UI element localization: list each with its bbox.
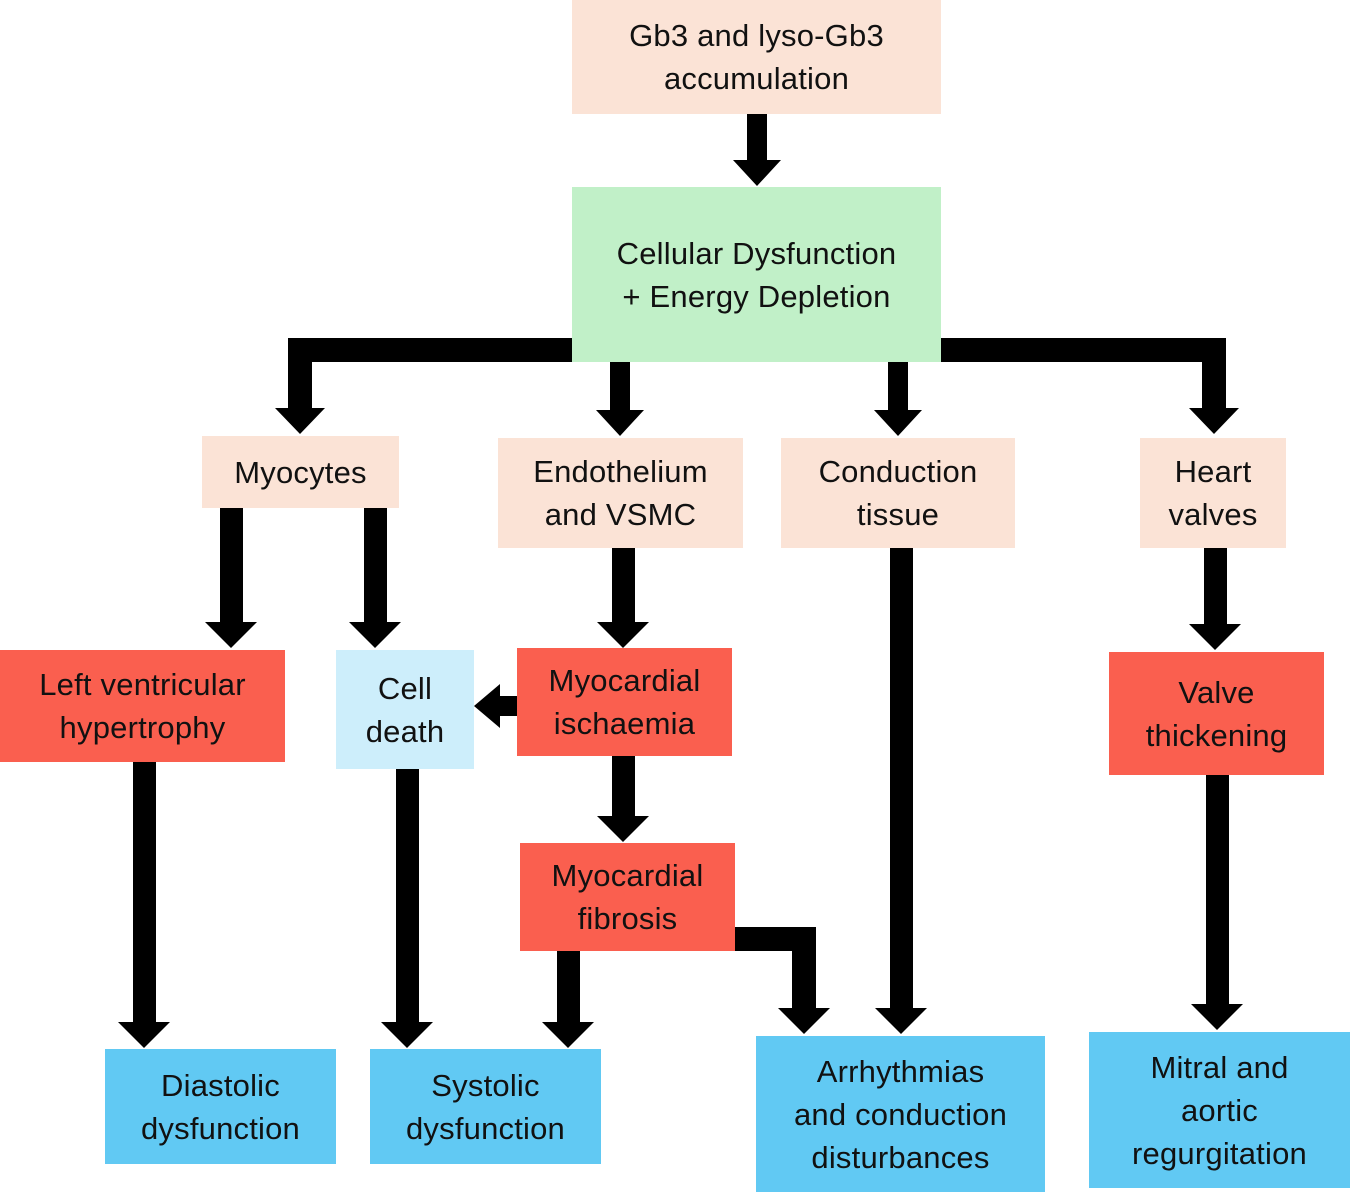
node-gb3-accumulation: Gb3 and lyso-Gb3 accumulation <box>572 0 941 114</box>
node-valvethick-label: Valve thickening <box>1145 674 1288 753</box>
arrow-fibrosis-to-systolic <box>542 951 594 1048</box>
node-endothelium-label: Endothelium and VSMC <box>533 454 708 532</box>
node-systolic-dysfunction: Systolic dysfunction <box>370 1049 601 1164</box>
node-conduction-label: Conduction tissue <box>818 454 978 532</box>
node-cellular-label: Cellular Dysfunction + Energy Depletion <box>616 235 897 314</box>
node-regurgitation-label: Mitral and aortic regurgitation <box>1132 1049 1307 1171</box>
arrow-conduction-to-arrhythmias <box>875 548 927 1034</box>
node-myocytes: Myocytes <box>202 436 399 508</box>
arrow-endothelium-to-ischaemia <box>597 548 649 648</box>
node-valves-label: Heart valves <box>1168 454 1258 532</box>
node-celldeath-label: Cell death <box>365 670 445 749</box>
node-systolic-label: Systolic dysfunction <box>405 1067 566 1146</box>
arrow-ischaemia-to-fibrosis <box>597 756 649 842</box>
node-myocytes-label: Myocytes <box>234 454 367 490</box>
node-fibrosis-label: Myocardial fibrosis <box>551 858 704 936</box>
arrow-valves-to-valvethick <box>1189 548 1241 650</box>
arrow-myocytes-to-lvh <box>205 508 257 648</box>
node-endothelium-vsmc: Endothelium and VSMC <box>498 438 743 548</box>
arrow-gb3-to-cellular <box>733 113 781 186</box>
node-mitral-aortic-regurgitation: Mitral and aortic regurgitation <box>1089 1032 1350 1188</box>
node-arrhythmias: Arrhythmias and conduction disturbances <box>756 1036 1045 1192</box>
arrow-valvethick-to-regurgitation <box>1191 775 1243 1030</box>
node-lv-hypertrophy: Left ventricular hypertrophy <box>0 650 285 762</box>
node-myocardial-ischaemia: Myocardial ischaemia <box>517 648 732 756</box>
node-cellular-dysfunction: Cellular Dysfunction + Energy Depletion <box>572 187 941 362</box>
node-diastolic-label: Diastolic dysfunction <box>140 1067 301 1146</box>
node-arrhythmias-label: Arrhythmias and conduction disturbances <box>793 1053 1008 1175</box>
arrow-cellular-to-valves <box>941 338 1239 434</box>
arrow-lvh-to-diastolic <box>118 762 170 1048</box>
node-gb3-label: Gb3 and lyso-Gb3 accumulation <box>629 18 884 96</box>
arrow-ischaemia-to-celldeath <box>474 684 517 728</box>
node-diastolic-dysfunction: Diastolic dysfunction <box>105 1049 336 1164</box>
node-heart-valves: Heart valves <box>1140 438 1286 548</box>
arrow-cellular-to-myocytes <box>275 338 573 434</box>
node-cell-death: Cell death <box>336 650 474 769</box>
arrow-cellular-to-conduction <box>874 362 922 436</box>
node-myocardial-fibrosis: Myocardial fibrosis <box>520 843 735 951</box>
arrow-myocytes-to-celldeath <box>349 508 401 648</box>
node-lvh-label: Left ventricular hypertrophy <box>39 667 246 745</box>
node-ischaemia-label: Myocardial ischaemia <box>548 663 701 741</box>
node-conduction-tissue: Conduction tissue <box>781 438 1015 548</box>
arrow-celldeath-to-systolic <box>381 769 433 1048</box>
node-valve-thickening: Valve thickening <box>1109 652 1324 775</box>
arrow-cellular-to-endothelium <box>596 362 644 436</box>
arrow-fibrosis-to-arrhythmias <box>735 927 830 1034</box>
